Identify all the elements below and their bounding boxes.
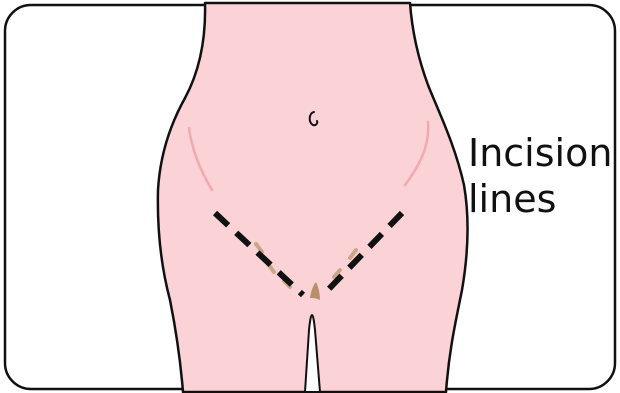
incision-lines-label: Incision lines [468,130,612,222]
label-line-2: lines [468,176,612,222]
label-line-1: Incision [468,130,612,176]
